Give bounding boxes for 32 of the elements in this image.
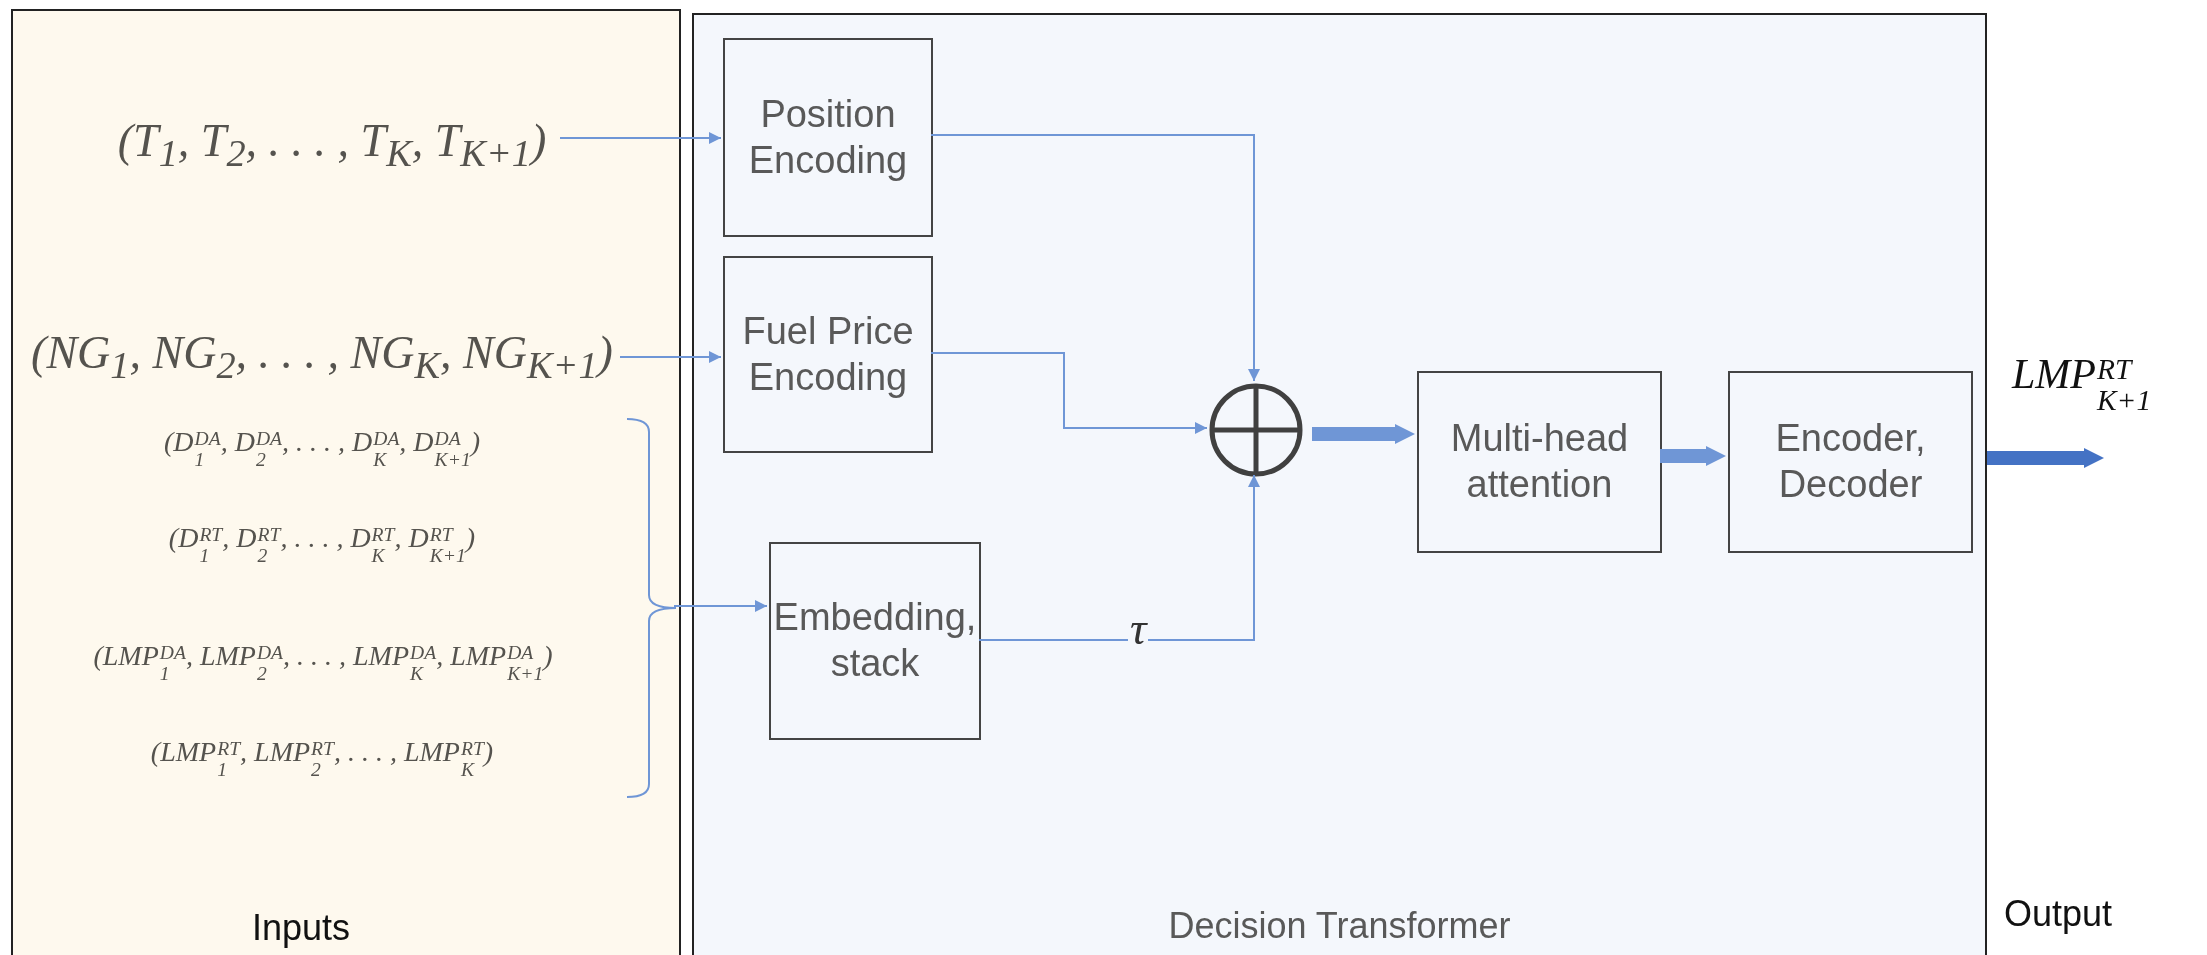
- panel-title: Decision Transformer: [1168, 905, 1511, 947]
- thick-arrow: [1312, 424, 1415, 444]
- decision-transformer-panel: [692, 13, 1987, 955]
- process-box: [723, 38, 933, 237]
- thick-arrow: [1987, 448, 2104, 468]
- arrow: [673, 600, 768, 612]
- box-label: Embedding, stack: [772, 595, 978, 686]
- panel-title: Inputs: [252, 907, 351, 949]
- formula-text: (LMP$^{DA}$$_{1}$, LMP$^{DA}$$_{2}$, . . . , LMP$^{DA}$$_{K}$, LMP$^{DA}$$_{K+1}$): [93, 639, 553, 685]
- arrow: [619, 351, 722, 363]
- arrow: [930, 134, 1260, 382]
- summation-node: [1209, 383, 1303, 477]
- process-box: [1417, 371, 1662, 553]
- box-label: Encoder, Decoder: [1774, 416, 1927, 507]
- formula-text: (LMP$^{RT}$$_{1}$, LMP$^{RT}$$_{2}$, . . . , LMP$^{RT}$$_{K}$): [150, 735, 494, 781]
- arrow: [978, 474, 1260, 641]
- process-box: [1728, 371, 1973, 553]
- curly-brace: [624, 416, 676, 800]
- inputs-panel: [11, 9, 681, 955]
- process-box: [723, 256, 933, 453]
- formula-text: (D$^{DA}$$_{1}$, D$^{DA}$$_{2}$, . . . , D$^{DA}$$_{K}$, D$^{DA}$$_{K+1}$): [163, 425, 480, 471]
- process-box: [769, 542, 981, 740]
- formula-text: (NG$_{1}$, NG$_{2}$, . . . , NG$_{K}$, NG$_{K+1}$): [31, 326, 613, 388]
- box-label: Position Encoding: [747, 91, 909, 183]
- formula-text: (T$_{1}$, T$_{2}$, . . . , T$_{K}$, T$_{K+1}$): [117, 114, 547, 176]
- output-title: Output: [2004, 893, 2113, 935]
- box-label: Multi-head attention: [1449, 416, 1630, 507]
- box-label: Fuel Price Encoding: [741, 308, 915, 400]
- arrow: [930, 352, 1208, 434]
- thick-arrow: [1660, 446, 1726, 466]
- arrow: [559, 132, 722, 144]
- formula-text: (D$^{RT}$$_{1}$, D$^{RT}$$_{2}$, . . . , D$^{RT}$$_{K}$, D$^{RT}$$_{K+1}$): [168, 521, 476, 567]
